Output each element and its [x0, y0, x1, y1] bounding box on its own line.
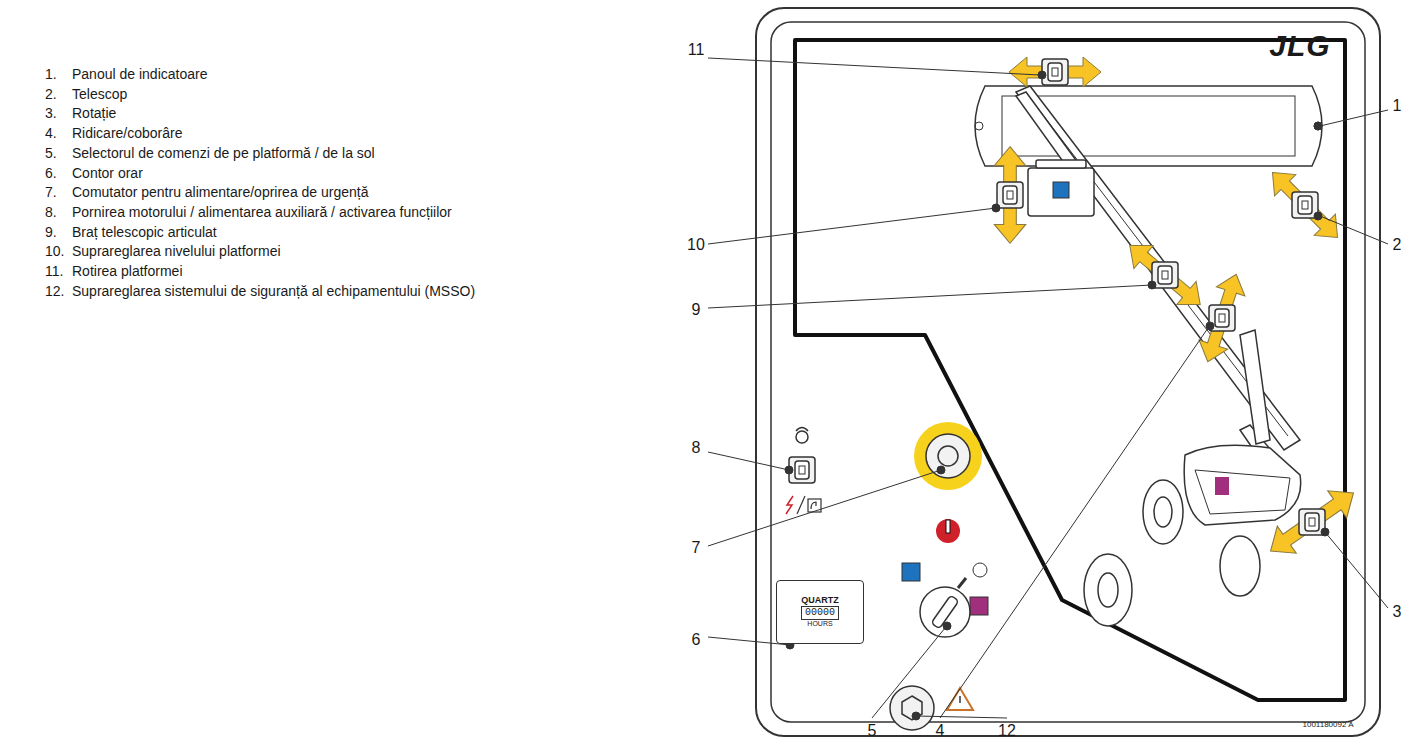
callout-number: 3	[1393, 603, 1402, 621]
part-code: 1001180092 A	[1302, 720, 1353, 729]
callout-number: 2	[1393, 236, 1402, 254]
meter-text: 00000	[801, 606, 839, 620]
list-item: Panoul de indicatoare	[72, 66, 207, 82]
callout-number: 4	[936, 722, 945, 740]
meter-text: QUARTZ	[801, 595, 839, 606]
callout-number: 7	[692, 539, 701, 557]
list-item: Suprareglarea sistemului de siguranță al…	[72, 283, 475, 299]
list-item: Selectorul de comenzi de pe platformă / …	[72, 145, 375, 161]
list-number: 5.	[45, 145, 57, 161]
list-item: Rotație	[72, 105, 116, 121]
list-item: Contor orar	[72, 165, 143, 181]
list-number: 8.	[45, 204, 57, 220]
list-number: 4.	[45, 125, 57, 141]
callout-number: 8	[692, 439, 701, 457]
callout-number: 5	[868, 722, 877, 740]
list-number: 3.	[45, 105, 57, 121]
callout-number: 1	[1393, 97, 1402, 115]
list-item: Braț telescopic articulat	[72, 224, 217, 240]
list-item: Suprareglarea nivelului platformei	[72, 243, 281, 259]
list-item: Comutator pentru alimentare/oprirea de u…	[72, 184, 369, 200]
list-number: 1.	[45, 66, 57, 82]
brand-logo: JLG	[1269, 29, 1330, 63]
callout-number: 6	[692, 631, 701, 649]
list-item: Rotirea platformei	[72, 263, 183, 279]
list-number: 10.	[45, 243, 64, 259]
callout-number: 12	[998, 722, 1016, 740]
callout-number: 9	[692, 301, 701, 319]
list-number: 7.	[45, 184, 57, 200]
list-item: Telescop	[72, 86, 127, 102]
list-number: 9.	[45, 224, 57, 240]
callout-number: 11	[688, 41, 705, 59]
list-number: 2.	[45, 86, 57, 102]
callout-number: 10	[687, 236, 705, 254]
list-number: 6.	[45, 165, 57, 181]
hour-meter: QUARTZ00000HOURS	[776, 580, 864, 644]
list-item: Ridicare/coborâre	[72, 125, 183, 141]
list-item: Pornirea motorului / alimentarea auxilia…	[72, 204, 452, 220]
meter-text: HOURS	[807, 620, 832, 628]
list-number: 12.	[45, 283, 64, 299]
list-number: 11.	[45, 263, 63, 279]
